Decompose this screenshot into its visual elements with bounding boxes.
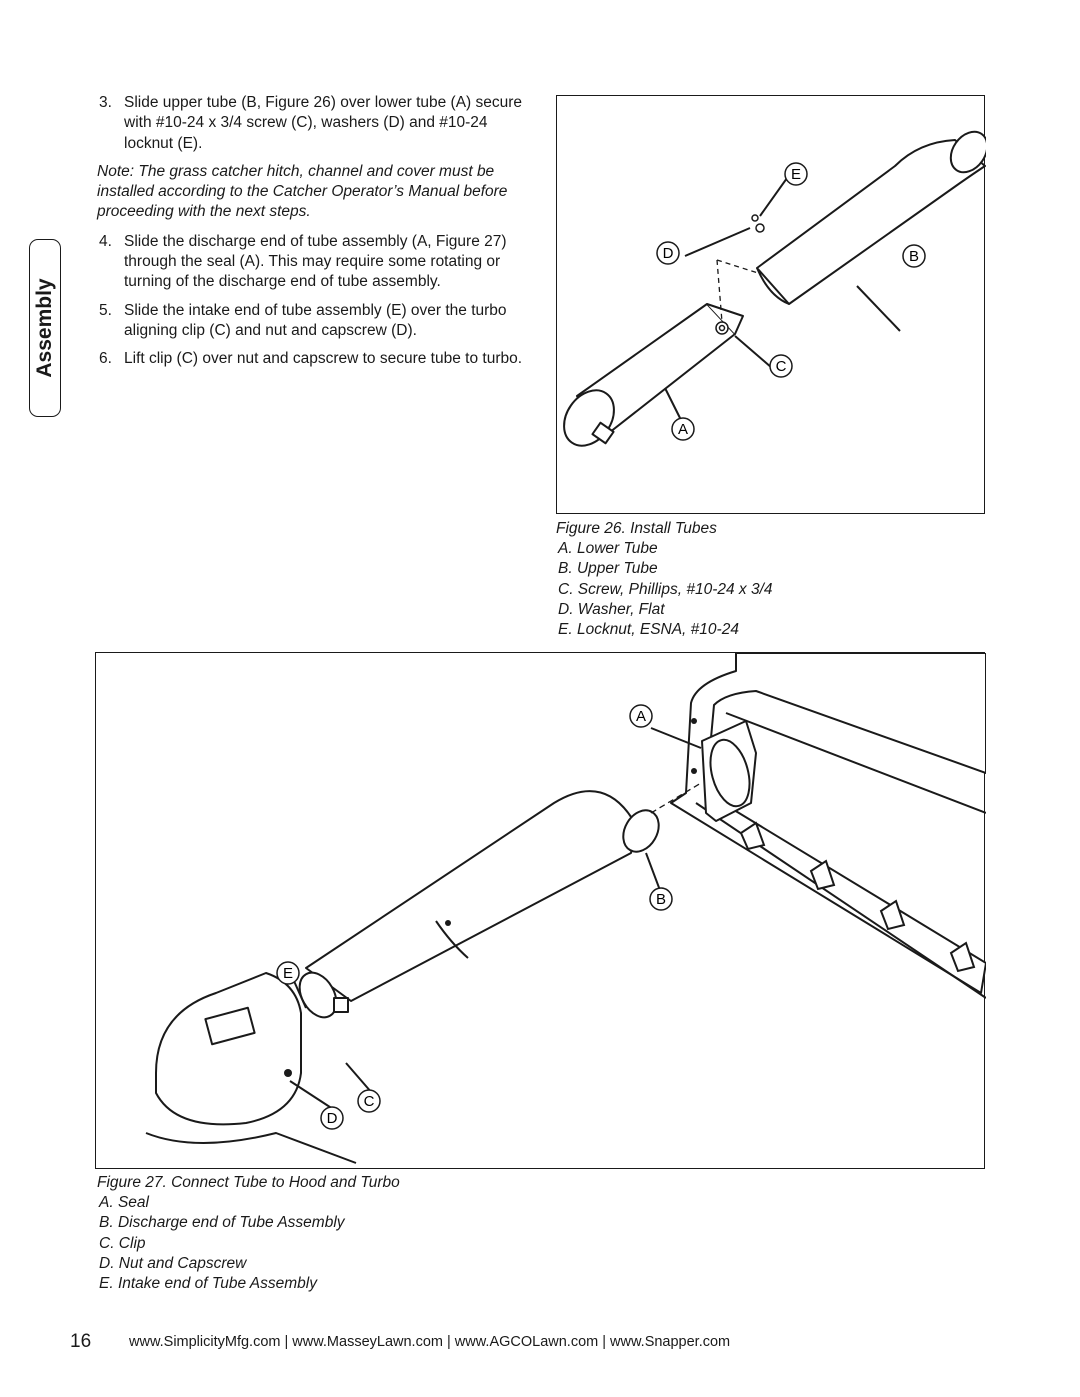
legend-item: D. Washer, Flat [558,600,665,618]
callout-a: A [629,704,653,728]
step-4: 4. Slide the discharge end of tube assem… [97,232,527,293]
svg-text:D: D [663,245,674,262]
legend-item: E. Locknut, ESNA, #10-24 [558,621,739,639]
callout-b: B [649,887,673,911]
figure-27-connect-tube: A B E C D [95,652,986,1169]
figure-title: Figure 26. Install Tubes [556,520,717,537]
svg-text:C: C [776,358,787,375]
page-number: 16 [70,1331,92,1352]
figure-26-install-tubes: E D B C A [556,95,986,514]
step-number: 5. [99,301,112,319]
legend-item: C. Clip [99,1234,146,1252]
instruction-steps: 3. Slide upper tube (B, Figure 26) over … [97,93,527,378]
legend-item: D. Nut and Capscrew [99,1254,247,1272]
step-text: Slide upper tube (B, Figure 26) over low… [124,94,523,152]
svg-text:A: A [636,708,646,725]
svg-text:D: D [327,1110,338,1127]
figure-27-illustration: A B E C D [145,653,986,1164]
figure-title: Figure 27. Connect Tube to Hood and Turb… [97,1174,400,1191]
note-text: Note: The grass catcher hitch, channel a… [97,162,508,221]
callout-d: D [320,1106,344,1130]
svg-text:A: A [678,421,688,438]
svg-text:B: B [656,891,666,908]
figure-27-caption: Figure 27. Connect Tube to Hood and Turb… [97,1173,400,1294]
step-number: 4. [99,232,112,250]
step-number: 3. [99,94,112,111]
svg-text:E: E [791,166,801,183]
legend-item: B. Upper Tube [558,560,658,578]
svg-text:E: E [283,965,293,982]
step-6: 6. Lift clip (C) over nut and capscrew t… [97,349,527,369]
callout-b: B [902,244,926,268]
step-text: Slide the intake end of tube assembly (E… [124,301,507,339]
legend-item: A. Lower Tube [558,540,658,558]
legend-item: A. Seal [99,1194,149,1212]
step-text: Slide the discharge end of tube assembly… [124,232,507,291]
callout-c: C [769,354,793,378]
section-tab: Assembly [29,239,61,417]
figure-26-caption: Figure 26. Install Tubes A. Lower Tube B… [556,519,773,640]
step-text: Lift clip (C) over nut and capscrew to s… [124,350,523,368]
legend-item: C. Screw, Phillips, #10-24 x 3/4 [558,580,773,598]
step-3: 3. Slide upper tube (B, Figure 26) over … [97,93,527,154]
callout-e: E [784,162,808,186]
footer-links: www.SimplicityMfg.com | www.MasseyLawn.c… [129,1334,731,1350]
figure-27-callouts: A B E C D [276,704,673,1130]
svg-text:C: C [364,1093,375,1110]
svg-text:B: B [909,248,919,265]
figure-26-callouts: E D B C A [656,162,926,441]
legend-item: B. Discharge end of Tube Assembly [99,1214,345,1232]
step-5: 5. Slide the intake end of tube assembly… [97,301,527,342]
callout-d: D [656,241,680,265]
callout-c: C [357,1089,381,1113]
callout-e: E [276,961,300,985]
legend-item: E. Intake end of Tube Assembly [99,1275,317,1293]
section-tab-label: Assembly [33,278,56,378]
step-number: 6. [99,350,112,368]
figure-26-illustration: E D B C A [563,130,986,447]
callout-a: A [671,417,695,441]
